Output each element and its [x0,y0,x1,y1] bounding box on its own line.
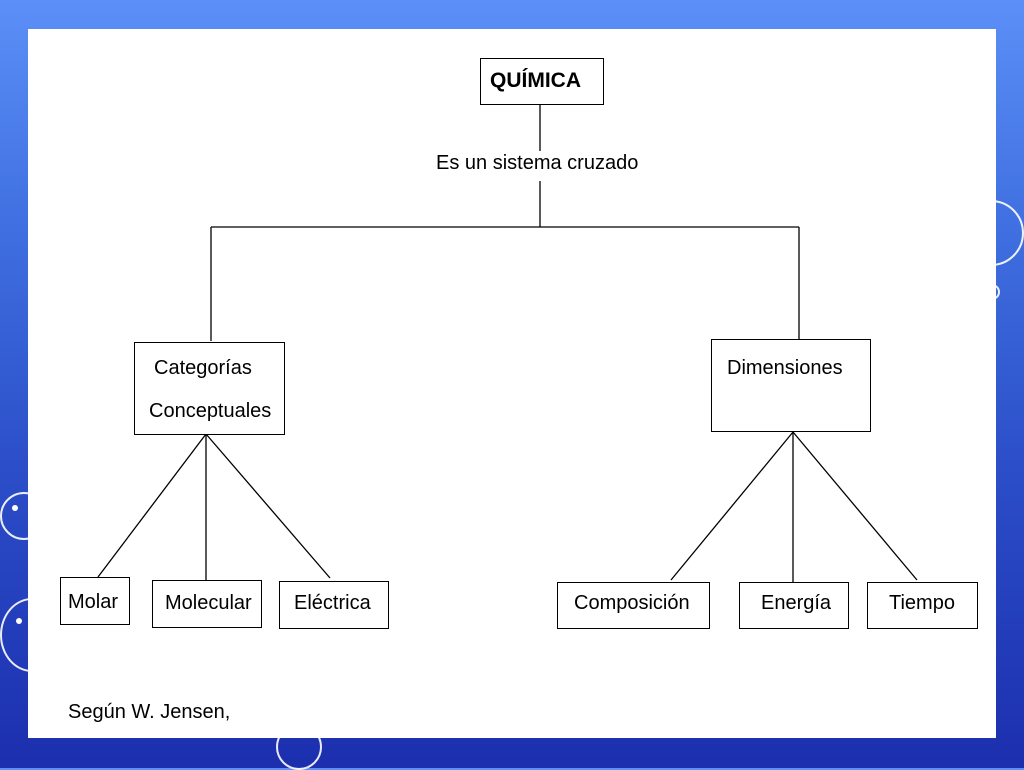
electrica-link-line [205,433,331,579]
footer-attribution: Según W. Jensen, [68,701,231,723]
leaf-node-molecular: Molecular [152,580,262,628]
leaf-node-electrica: Eléctrica [279,581,389,629]
decor-dot [16,618,22,624]
root-node-quimica: QUÍMICA [480,58,604,105]
leaf-node-energia: Energía [739,582,849,629]
leaf-node-label: Energía [761,592,832,614]
slide: QUÍMICA Es un sistema cruzado Categorías… [28,29,996,738]
branch-node-label-line2: Conceptuales [149,400,272,422]
leaf-node-molar: Molar [60,577,130,625]
leaf-node-label: Composición [574,592,690,614]
leaf-node-label: Eléctrica [294,592,371,614]
leaf-node-tiempo: Tiempo [867,582,978,629]
root-node-label: QUÍMICA [490,69,581,92]
leaf-node-label: Molar [68,591,119,613]
branch-node-categorias: Categorías Conceptuales [134,342,285,435]
leaf-node-label: Molecular [165,592,252,614]
leaf-node-label: Tiempo [889,592,955,614]
branch-node-label-line1: Categorías [154,357,252,379]
decor-dot [12,505,18,511]
tiempo-link-line [792,431,918,581]
connector-label: Es un sistema cruzado [436,152,639,174]
branch-node-label-line1: Dimensiones [727,357,843,379]
leaf-node-composicion: Composición [557,582,710,629]
molar-link-line [97,433,207,578]
connector-lines [97,104,918,582]
branch-node-dimensiones: Dimensiones [711,339,871,432]
composicion-link-line [670,431,794,581]
